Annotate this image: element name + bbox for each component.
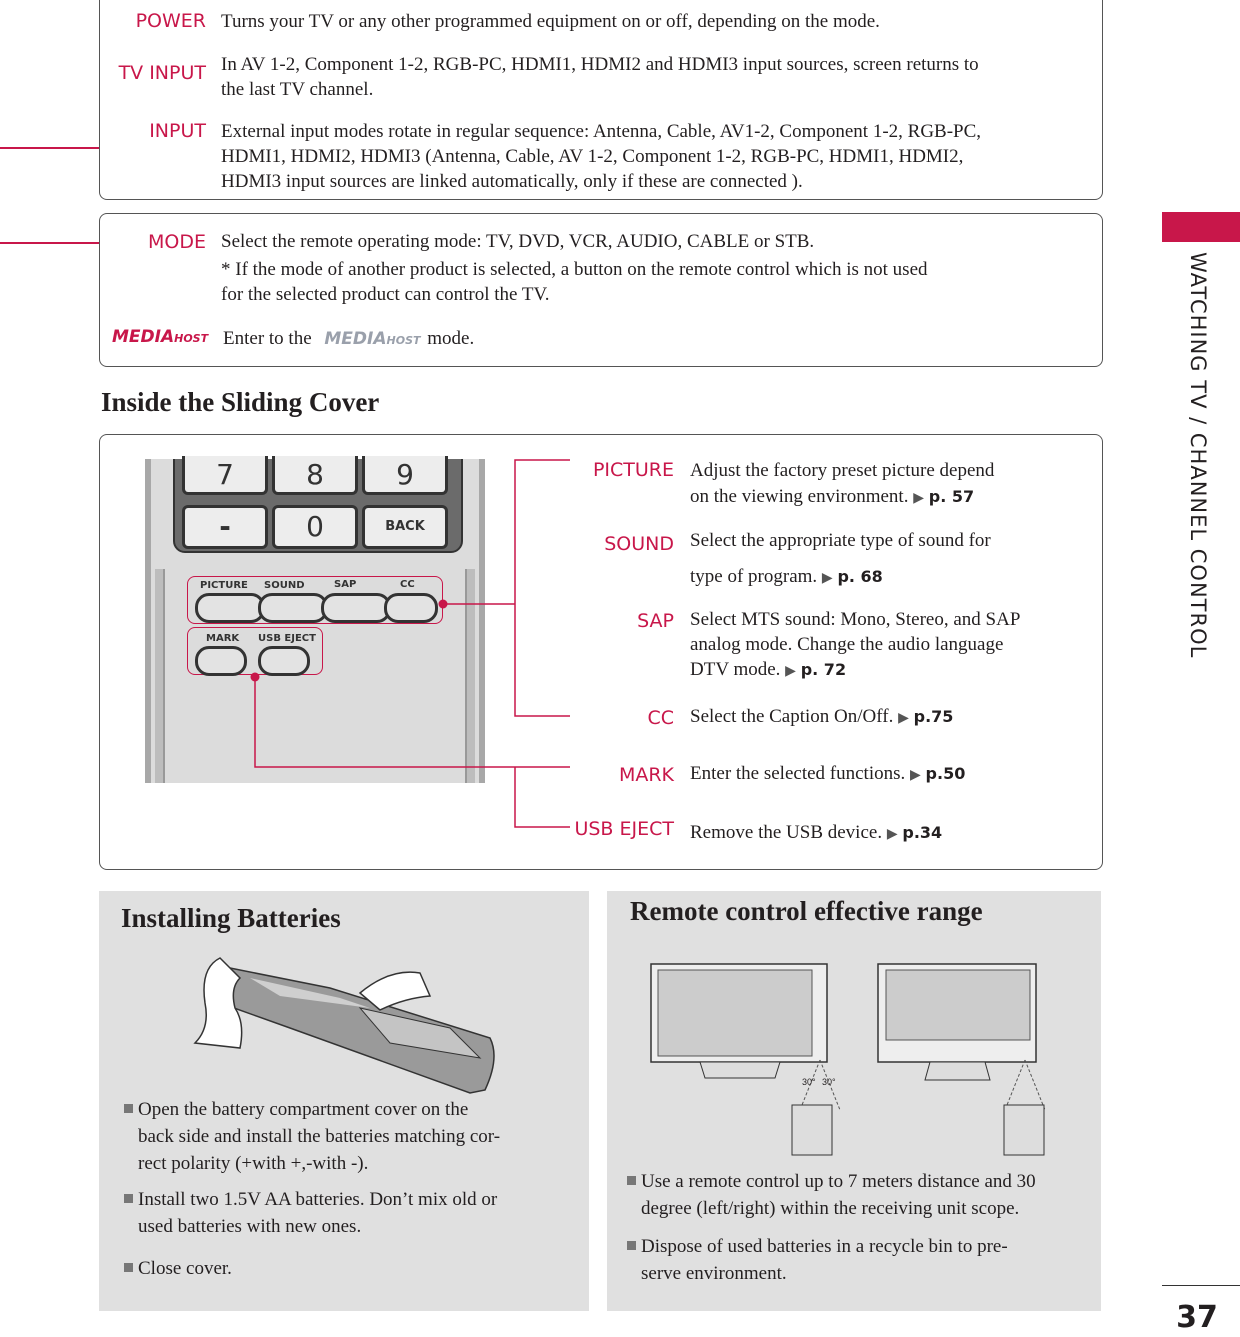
mode-description-2: * If the mode of another product is sele… <box>221 259 928 280</box>
power-label: POWER <box>135 10 206 32</box>
picture-description-1: Adjust the factory preset picture depend <box>690 460 995 481</box>
sound-label: SOUND <box>604 533 674 555</box>
sap-page-ref: p. 72 <box>800 660 847 679</box>
sound-page-ref: p. 68 <box>837 567 883 586</box>
mode-description-3: for the selected product can control the… <box>221 284 550 305</box>
mediahost-logo-main: MEDIA <box>112 327 175 347</box>
mode-description-1: Select the remote operating mode: TV, DV… <box>221 231 815 252</box>
effective-range-panel <box>607 891 1101 1311</box>
battery-bullet-3: Close cover. <box>124 1255 232 1282</box>
mediahost-logo-small: HOST <box>174 332 209 345</box>
key-dash[interactable]: - <box>182 505 268 549</box>
button-description-box-1 <box>99 0 1103 200</box>
picture-description-2: on the viewing environment. ▶ p. 57 <box>690 486 975 507</box>
sound-description-1: Select the appropriate type of sound for <box>690 530 991 551</box>
remote-edge-right <box>479 459 485 783</box>
mark-page-ref: p.50 <box>925 764 966 783</box>
remote-side-strip-left <box>155 569 165 783</box>
usb-eject-description: Remove the USB device. ▶ p.34 <box>690 822 943 843</box>
key-7[interactable]: 7 <box>182 456 268 495</box>
usb-eject-label: USB EJECT <box>574 818 674 840</box>
sap-description-2: analog mode. Change the audio language <box>690 634 1004 655</box>
button-description-box-2 <box>99 213 1103 367</box>
callout-lines <box>250 459 570 828</box>
cc-button[interactable] <box>384 593 438 623</box>
sap-description-1: Select MTS sound: Mono, Stereo, and SAP <box>690 609 1021 630</box>
sound-description-2: type of program. ▶ p. 68 <box>690 566 883 587</box>
sap-key-label: SAP <box>334 579 357 590</box>
guide-line-2 <box>0 242 100 244</box>
sap-description-3: DTV mode. ▶ p. 72 <box>690 659 847 680</box>
tv-input-description-1: In AV 1-2, Component 1-2, RGB-PC, HDMI1,… <box>221 54 979 75</box>
range-bullet-1: Use a remote control up to 7 meters dist… <box>627 1168 1036 1222</box>
mediahost-inline-logo: MEDIAHOST <box>324 329 421 349</box>
tv-input-description-2: the last TV channel. <box>221 79 374 100</box>
power-description: Turns your TV or any other programmed eq… <box>221 11 880 32</box>
cc-key-label: CC <box>400 579 415 590</box>
cc-label: CC <box>647 707 674 729</box>
usb-eject-button[interactable] <box>258 646 310 676</box>
effective-range-title: Remote control effective range <box>630 896 983 926</box>
page-number-rule <box>1162 1285 1240 1286</box>
input-label: INPUT <box>149 120 206 142</box>
range-angle-right: 30° <box>822 1077 836 1087</box>
range-angle-left: 30° <box>802 1077 816 1087</box>
input-description-1: External input modes rotate in regular s… <box>221 121 982 142</box>
side-tab-title: WATCHING TV / CHANNEL CONTROL <box>1186 252 1210 659</box>
mark-button[interactable] <box>195 646 247 676</box>
mode-label: MODE <box>148 231 206 253</box>
battery-bullet-2: Install two 1.5V AA batteries. Don’t mix… <box>124 1186 497 1240</box>
cc-page-ref: p.75 <box>913 707 954 726</box>
effective-range-illustration <box>650 963 1046 1156</box>
usb-eject-key-label: USB EJECT <box>258 633 316 644</box>
usb-eject-page-ref: p.34 <box>902 823 943 842</box>
section-title: Inside the Sliding Cover <box>101 387 380 417</box>
picture-label: PICTURE <box>592 459 674 481</box>
key-9[interactable]: 9 <box>362 456 448 495</box>
installing-batteries-title: Installing Batteries <box>121 903 341 933</box>
sap-label: SAP <box>637 610 674 632</box>
picture-page-ref: p. 57 <box>928 487 975 506</box>
battery-install-illustration <box>193 957 495 1094</box>
input-description-2: HDMI1, HDMI2, HDMI3 (Antenna, Cable, AV … <box>221 146 964 167</box>
key-back[interactable]: BACK <box>362 505 448 549</box>
mark-description: Enter the selected functions. ▶ p.50 <box>690 763 966 784</box>
page-number: 37 <box>1176 1300 1218 1335</box>
cc-description: Select the Caption On/Off. ▶ p.75 <box>690 706 954 727</box>
key-8[interactable]: 8 <box>272 456 358 495</box>
mediahost-logo-label: MEDIAHOST <box>112 327 208 347</box>
key-0[interactable]: 0 <box>272 505 358 549</box>
remote-edge-left <box>145 459 151 783</box>
sound-key-label: SOUND <box>264 580 305 591</box>
battery-bullet-1: Open the battery compartment cover on th… <box>124 1096 500 1177</box>
mediahost-post: mode. <box>427 328 475 349</box>
guide-line-1 <box>0 147 100 149</box>
input-description-3: HDMI3 input sources are linked automatic… <box>221 171 803 192</box>
picture-key-label: PICTURE <box>200 580 248 591</box>
mediahost-pre: Enter to the <box>223 328 312 349</box>
remote-side-strip-right <box>465 569 475 783</box>
mark-key-label: MARK <box>206 633 240 644</box>
tv-input-label: TV INPUT <box>118 62 206 84</box>
installing-batteries-panel <box>99 891 589 1311</box>
mediahost-description: Enter to the MEDIAHOST mode. <box>223 326 474 353</box>
mark-label: MARK <box>618 764 674 786</box>
side-tab-marker <box>1162 212 1240 242</box>
range-bullet-2: Dispose of used batteries in a recycle b… <box>627 1233 1008 1287</box>
